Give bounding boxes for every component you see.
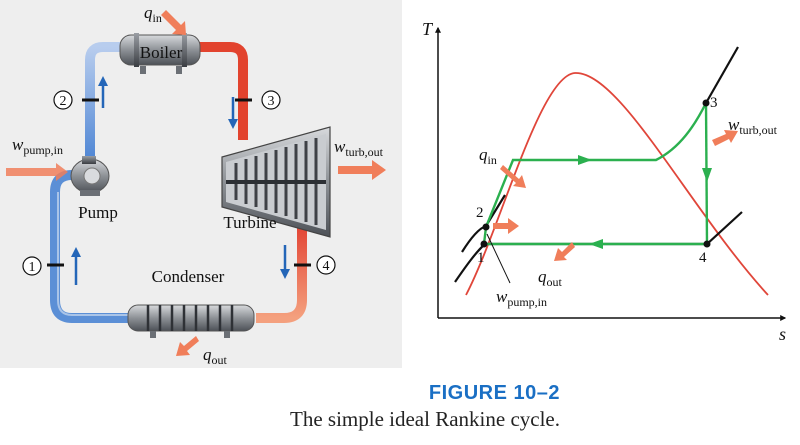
boiler-label: Boiler	[140, 43, 183, 62]
point-label-3: 3	[710, 95, 718, 111]
schem-qout-label: qout	[203, 345, 228, 367]
saturation-dome	[465, 72, 769, 296]
ts-qin-label: qin	[479, 145, 497, 167]
turbine: Turbine	[221, 126, 331, 238]
condenser-label: Condenser	[152, 267, 225, 286]
schem-wpump-label: wpump,in	[12, 135, 63, 157]
ts-heat-work-arrows	[493, 130, 738, 261]
ts-qin-arrow	[500, 165, 526, 188]
figure-title: FIGURE 10–2	[428, 382, 560, 404]
ts-wpump-label: wpump,in	[496, 287, 547, 309]
pipe-boiler-to-turbine	[198, 42, 248, 140]
state-labels: 1 2 3 4	[22, 90, 336, 276]
ts-wturb-label: wturb,out	[728, 115, 778, 137]
point-label-2: 2	[476, 205, 484, 221]
schematic: Boiler Pump	[0, 0, 402, 368]
point-1	[480, 240, 488, 248]
point-label-4: 4	[699, 250, 707, 266]
pump-label: Pump	[78, 203, 118, 222]
point-4	[703, 240, 711, 248]
figure-caption: The simple ideal Rankine cycle.	[290, 407, 560, 431]
ts-diagram: T s 1 2 3 4	[422, 19, 787, 344]
pipe-turbine-to-condenser	[256, 215, 307, 323]
pipe-condenser-to-pump	[50, 170, 132, 323]
s-axis-label: s	[779, 324, 786, 344]
ts-wpump-arrow	[493, 218, 519, 234]
pipe-highlight	[57, 192, 132, 316]
pump: Pump	[70, 156, 118, 222]
state-label-4: 4	[323, 259, 330, 274]
turbine-label: Turbine	[223, 213, 276, 232]
flow-arrows	[71, 76, 290, 285]
boiler: Boiler	[119, 33, 201, 74]
point-2	[482, 223, 490, 231]
point-3	[702, 99, 710, 107]
heat-work-arrows	[6, 10, 386, 356]
work-pump-arrow	[6, 163, 68, 181]
rankine-cycle-path	[482, 102, 709, 246]
wpump-leader-line	[486, 233, 511, 284]
state-label-1: 1	[29, 260, 36, 275]
ts-qout-label: qout	[538, 267, 563, 289]
work-turbine-arrow	[338, 160, 386, 180]
cycle-direction-arrows	[578, 155, 712, 249]
heat-in-arrow	[161, 10, 186, 35]
high-pressure-superheat-line	[705, 46, 739, 104]
point-label-1: 1	[477, 250, 485, 266]
condenser: Condenser	[127, 267, 255, 338]
schem-qin-label: qin	[144, 3, 162, 25]
state-label-3: 3	[268, 94, 275, 109]
ts-qout-arrow	[554, 242, 575, 261]
state-label-2: 2	[60, 94, 67, 109]
schem-wturb-label: wturb,out	[334, 137, 384, 159]
heat-out-arrow	[176, 336, 199, 356]
pipe-pump-to-boiler	[85, 42, 122, 160]
ts-wturb-arrow	[712, 130, 738, 146]
t-axis-label: T	[422, 19, 434, 39]
